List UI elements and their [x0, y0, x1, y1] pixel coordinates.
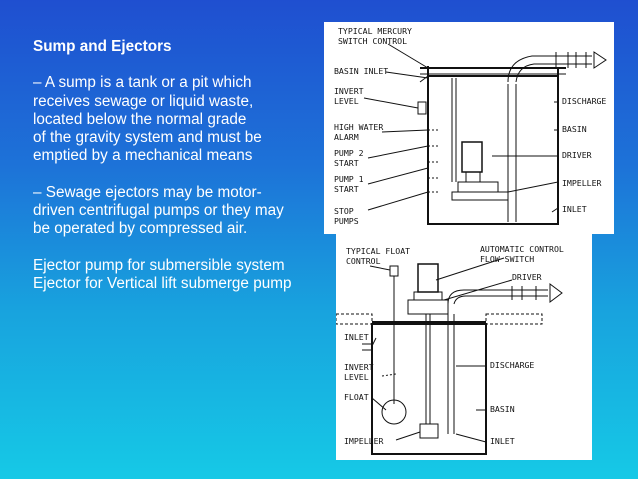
label-pump2-1: PUMP 2 — [334, 148, 364, 158]
label-float: FLOAT — [344, 392, 369, 402]
submersible-ejector-diagram: TYPICAL MERCURY SWITCH CONTROL BASIN INL… — [324, 22, 614, 234]
text-line: Ejector pump for submersible system — [33, 256, 285, 274]
text-line: located below the normal grade — [33, 110, 247, 128]
label-basin-inlet: BASIN INLET — [334, 66, 388, 76]
label-impeller: IMPELLER — [562, 178, 602, 188]
paragraph-pump-types: Ejector pump for submersible system Ejec… — [33, 257, 333, 294]
label-invert-2: LEVEL — [344, 372, 369, 382]
label-pump1-2: START — [334, 184, 359, 194]
label-inlet: INLET — [562, 204, 587, 214]
label-impeller: IMPELLER — [344, 436, 384, 446]
label-auto-control-1: AUTOMATIC CONTROL — [480, 244, 564, 254]
text-line: be operated by compressed air. — [33, 220, 248, 238]
label-mercury-1: TYPICAL MERCURY — [338, 26, 412, 36]
label-pump1-1: PUMP 1 — [334, 174, 364, 184]
text-line: Ejector for Vertical lift submerge pump — [33, 274, 292, 292]
label-inlet-top: INLET — [344, 332, 369, 342]
label-discharge: DISCHARGE — [490, 360, 534, 370]
label-discharge: DISCHARGE — [562, 96, 606, 106]
text-line: emptied by a mechanical means — [33, 147, 253, 165]
label-auto-control-2: FLOW SWITCH — [480, 254, 534, 264]
label-stop-1: STOP — [334, 206, 354, 216]
label-invert-2: LEVEL — [334, 96, 359, 106]
submersible-diagram-svg: TYPICAL MERCURY SWITCH CONTROL BASIN INL… — [334, 26, 607, 226]
text-line: – A sump is a tank or a pit which — [33, 74, 252, 92]
label-inlet-bottom: INLET — [490, 436, 515, 446]
slide-title: Sump and Ejectors — [33, 38, 172, 55]
label-basin: BASIN — [562, 124, 587, 134]
text-line: receives sewage or liquid waste, — [33, 92, 254, 110]
text-line: – Sewage ejectors may be motor- — [33, 183, 262, 201]
paragraph-ejectors: – Sewage ejectors may be motor- driven c… — [33, 184, 333, 239]
label-alarm-2: ALARM — [334, 132, 359, 142]
label-float-control-2: CONTROL — [346, 256, 381, 266]
text-line: driven centrifugal pumps or they may — [33, 202, 284, 220]
slide-text: Sump and Ejectors – A sump is a tank or … — [33, 38, 333, 311]
vertical-diagram-svg: TYPICAL FLOAT CONTROL AUTOMATIC CONTROL … — [336, 244, 564, 455]
vertical-lift-ejector-diagram: TYPICAL FLOAT CONTROL AUTOMATIC CONTROL … — [336, 234, 592, 460]
label-invert-1: INVERT — [334, 86, 364, 96]
label-driver: DRIVER — [562, 150, 592, 160]
label-stop-2: PUMPS — [334, 216, 359, 226]
label-basin: BASIN — [490, 404, 515, 414]
label-driver: DRIVER — [512, 272, 542, 282]
label-pump2-2: START — [334, 158, 359, 168]
label-invert-1: INVERT — [344, 362, 374, 372]
label-mercury-2: SWITCH CONTROL — [338, 36, 407, 46]
label-alarm-1: HIGH WATER — [334, 122, 383, 132]
text-line: of the gravity system and must be — [33, 129, 262, 147]
paragraph-sump: – A sump is a tank or a pit which receiv… — [33, 74, 333, 165]
label-float-control-1: TYPICAL FLOAT — [346, 246, 410, 256]
